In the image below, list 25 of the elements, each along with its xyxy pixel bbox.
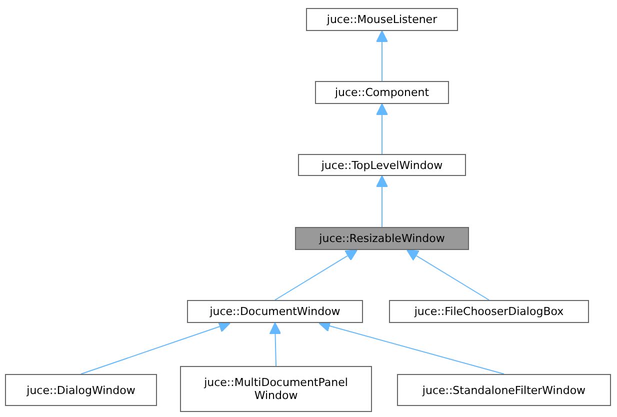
class-name: juce::FileChooserDialogBox (413, 305, 565, 318)
class-box (295, 227, 469, 250)
inheritance-arrow (406, 249, 490, 300)
class-box (298, 154, 466, 176)
class-box (397, 374, 611, 406)
inheritance-arrow (376, 175, 388, 228)
inheritance-arrow (376, 103, 388, 154)
class-box (180, 366, 372, 412)
class-box (187, 300, 363, 323)
inheritance-arrow (274, 249, 358, 300)
class-box (5, 374, 157, 406)
inheritance-arrow (269, 322, 282, 366)
class-name: juce::ResizableWindow (318, 232, 446, 245)
class-name: juce::Component (334, 86, 430, 99)
inheritance-arrow (376, 30, 388, 82)
class-name: juce::StandaloneFilterWindow (421, 384, 587, 396)
class-box (306, 8, 458, 31)
class-name: juce::DocumentWindow (208, 305, 342, 318)
class-name: juce::DialogWindow (26, 384, 136, 396)
class-box (315, 81, 449, 104)
inheritance-arrow (80, 320, 231, 374)
class-name: juce::TopLevelWindow (320, 158, 444, 172)
class-name: juce::MultiDocumentPanel Window (203, 376, 349, 402)
class-name: juce::MouseListener (326, 13, 438, 26)
class-box (389, 300, 589, 323)
